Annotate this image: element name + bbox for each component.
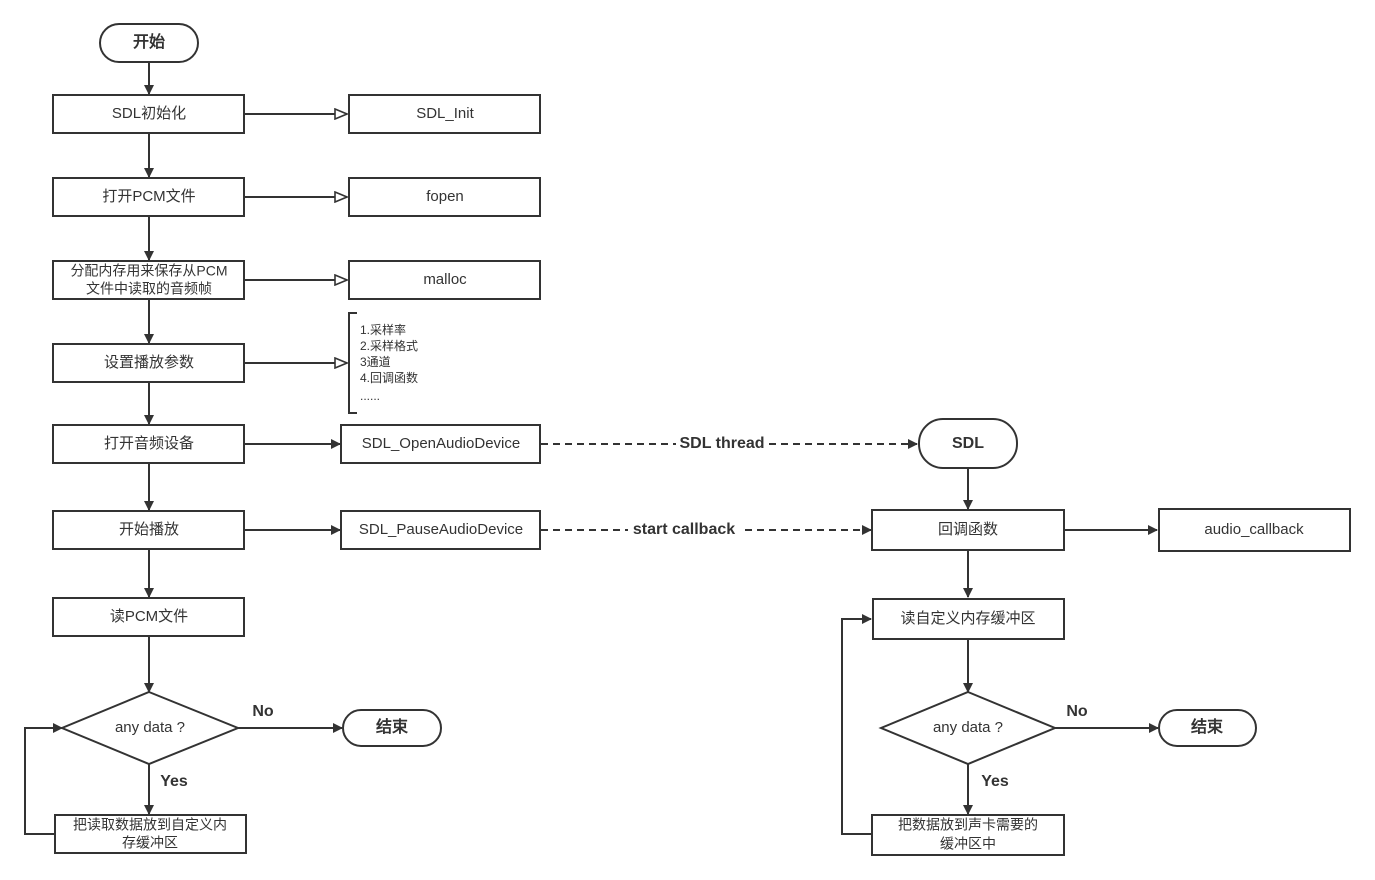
copy-soundcard-label-line2: 缓冲区中 [940, 836, 996, 852]
params-note-item: ...... [360, 389, 380, 403]
open-audio-device-label: SDL_OpenAudioDevice [362, 435, 520, 452]
malloc-api-label: malloc [423, 271, 467, 288]
left-flow-nodes: 开始 SDL初始化 打开PCM文件 分配内存用来保存从PCM 文件中读取的音频帧… [52, 23, 442, 854]
audio-callback-node[interactable]: audio_callback [1158, 508, 1351, 552]
sdl-init-step[interactable]: SDL初始化 [52, 94, 245, 134]
pause-audio-device-label: SDL_PauseAudioDevice [359, 521, 523, 538]
copy-step-label-line1: 把读取数据放到自定义内 [73, 817, 227, 833]
open-pcm-step[interactable]: 打开PCM文件 [52, 177, 245, 217]
edge-loop-back-r [841, 614, 872, 835]
edge-loop-back [24, 723, 63, 835]
params-note-item: 3通道 [360, 355, 391, 369]
any-data-decision-right[interactable]: any data ? [878, 690, 1058, 766]
callback-step[interactable]: 回调函数 [871, 509, 1065, 551]
open-pcm-step-label: 打开PCM文件 [102, 188, 195, 205]
params-note-item: 2.采样格式 [360, 338, 418, 353]
params-note-bracket [348, 312, 357, 414]
params-note: 1.采样率 2.采样格式 3通道 4.回调函数 ...... [348, 312, 418, 414]
copy-step-label-line2: 存缓冲区 [122, 835, 178, 851]
params-note-item: 4.回调函数 [360, 370, 418, 385]
any-data-decision-right-label: any data ? [933, 719, 1003, 736]
right-flow-nodes: SDL 回调函数 audio_callback 读自定义内存缓冲区 any da… [871, 418, 1351, 856]
sdl-terminal[interactable]: SDL [918, 418, 1018, 469]
open-device-step[interactable]: 打开音频设备 [52, 424, 245, 464]
copy-to-buffer-step[interactable]: 把读取数据放到自定义内 存缓冲区 [54, 814, 247, 854]
sdl-terminal-label: SDL [952, 435, 984, 452]
set-params-step-label: 设置播放参数 [104, 354, 194, 371]
callback-step-label: 回调函数 [938, 521, 998, 538]
copy-soundcard-label-line1: 把数据放到声卡需要的 [898, 817, 1038, 833]
read-buffer-step[interactable]: 读自定义内存缓冲区 [872, 598, 1065, 640]
any-data-decision[interactable]: any data ? [59, 690, 241, 766]
params-note-item: 1.采样率 [360, 322, 406, 337]
set-params-step[interactable]: 设置播放参数 [52, 343, 245, 383]
right-flow-edges [841, 468, 1159, 835]
sdl-init-api-label: SDL_Init [416, 105, 474, 122]
end-label-right: 结束 [1190, 717, 1224, 736]
copy-to-soundcard-step[interactable]: 把数据放到声卡需要的 缓冲区中 [871, 814, 1065, 856]
start-label: 开始 [133, 32, 165, 51]
start-play-step-label: 开始播放 [119, 521, 179, 538]
audio-callback-label: audio_callback [1204, 521, 1304, 538]
malloc-api[interactable]: malloc [348, 260, 541, 300]
fopen-api-label: fopen [426, 188, 464, 205]
end-terminal[interactable]: 结束 [342, 709, 442, 747]
any-data-decision-label: any data ? [115, 719, 185, 736]
end-label: 结束 [375, 717, 409, 736]
pause-audio-device-api[interactable]: SDL_PauseAudioDevice [340, 510, 541, 550]
read-buffer-step-label: 读自定义内存缓冲区 [900, 610, 1035, 627]
left-flow-edges [24, 62, 343, 835]
read-pcm-step-label: 读PCM文件 [110, 608, 188, 625]
alloc-step-label-line1: 分配内存用来保存从PCM [70, 263, 227, 279]
read-pcm-step[interactable]: 读PCM文件 [52, 597, 245, 637]
sdl-init-api[interactable]: SDL_Init [348, 94, 541, 134]
start-play-step[interactable]: 开始播放 [52, 510, 245, 550]
open-audio-device-api[interactable]: SDL_OpenAudioDevice [340, 424, 541, 464]
api-edges [245, 114, 347, 535]
start-terminal[interactable]: 开始 [99, 23, 199, 63]
yes-branch-label: Yes [160, 773, 188, 790]
no-branch-label: No [252, 703, 274, 720]
fopen-api[interactable]: fopen [348, 177, 541, 217]
alloc-step-label-line2: 文件中读取的音频帧 [86, 281, 212, 297]
dashed-links: SDL thread start callback [541, 433, 918, 541]
sdl-init-step-label: SDL初始化 [112, 105, 186, 122]
yes-branch-label-right: Yes [981, 773, 1009, 790]
link-start-callback-label: start callback [633, 521, 735, 538]
alloc-step[interactable]: 分配内存用来保存从PCM 文件中读取的音频帧 [52, 260, 245, 300]
api-column: SDL_Init fopen malloc 1.采样率 2.采样格式 3通道 4… [340, 94, 541, 550]
no-branch-label-right: No [1066, 703, 1088, 720]
open-device-step-label: 打开音频设备 [104, 435, 194, 452]
end-terminal-right[interactable]: 结束 [1158, 709, 1257, 747]
link-sdl-thread-label: SDL thread [679, 435, 764, 452]
